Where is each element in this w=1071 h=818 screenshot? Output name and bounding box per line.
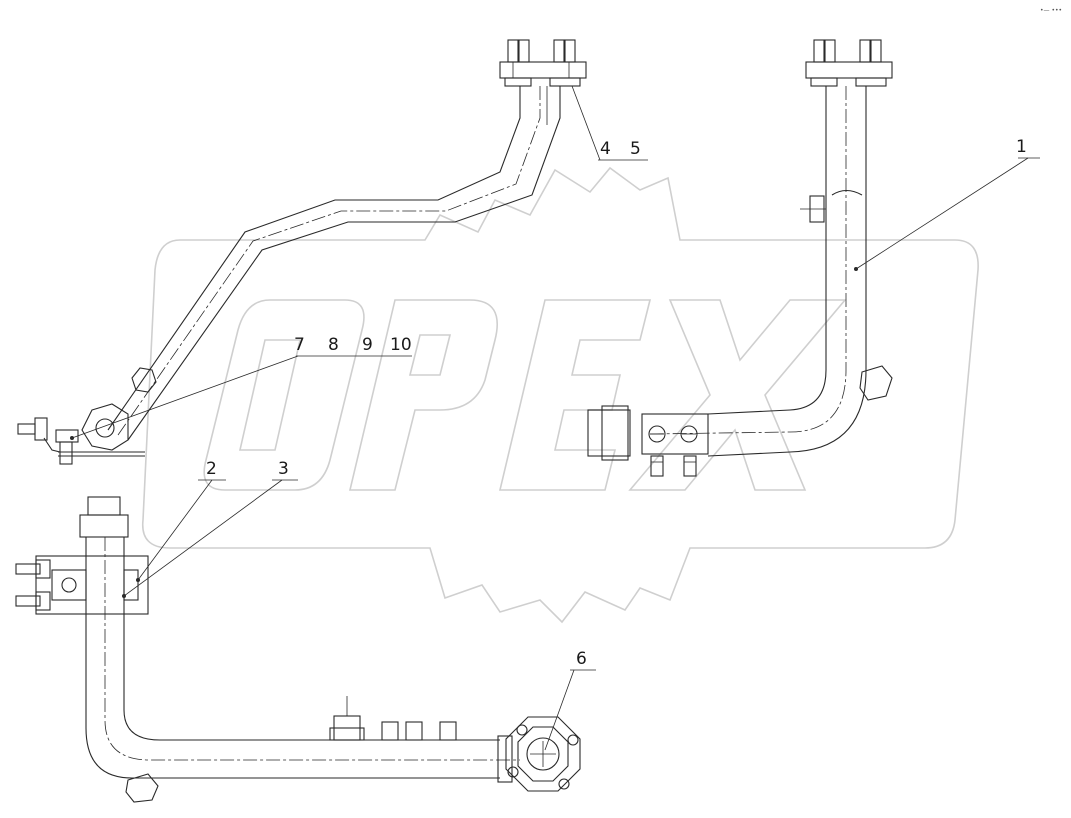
leader-1-diag <box>855 157 1029 270</box>
leader-6-diag <box>544 669 575 751</box>
callout-label-10: 10 <box>390 335 412 355</box>
watermark <box>141 166 979 624</box>
flange-top-right <box>805 39 893 87</box>
watermark-letter-p <box>348 299 499 491</box>
leader-2-diag <box>137 479 213 581</box>
callout-label-9: 9 <box>362 335 373 355</box>
bracket-left <box>17 367 157 465</box>
callout-label-6: 6 <box>576 649 587 669</box>
corner-note: •— ••• <box>1040 7 1062 14</box>
flange-part-6 <box>505 716 581 792</box>
watermark-letter-o <box>203 299 365 491</box>
watermark-letter-e <box>498 299 652 491</box>
pipe-right <box>587 86 893 477</box>
watermark-letter-x <box>628 299 847 491</box>
leader-7-diag <box>71 355 299 439</box>
callout-label-1: 1 <box>1016 137 1027 157</box>
callout-label-7: 7 <box>294 335 305 355</box>
flange-top-left <box>499 39 587 87</box>
callout-label-3: 3 <box>278 459 289 479</box>
callout-label-4: 4 <box>600 139 611 159</box>
pipe-upper-left <box>107 86 561 441</box>
callout-label-2: 2 <box>206 459 217 479</box>
callouts: 1 4 5 7 8 9 10 2 3 6 <box>70 85 1040 751</box>
pipe-lower <box>15 496 520 803</box>
callout-label-8: 8 <box>328 335 339 355</box>
leader-4-5-diag <box>571 85 601 161</box>
leader-3-diag <box>123 479 283 597</box>
callout-label-5: 5 <box>630 139 641 159</box>
watermark-gear-outline <box>141 166 979 624</box>
watermark-lettering <box>203 299 847 491</box>
